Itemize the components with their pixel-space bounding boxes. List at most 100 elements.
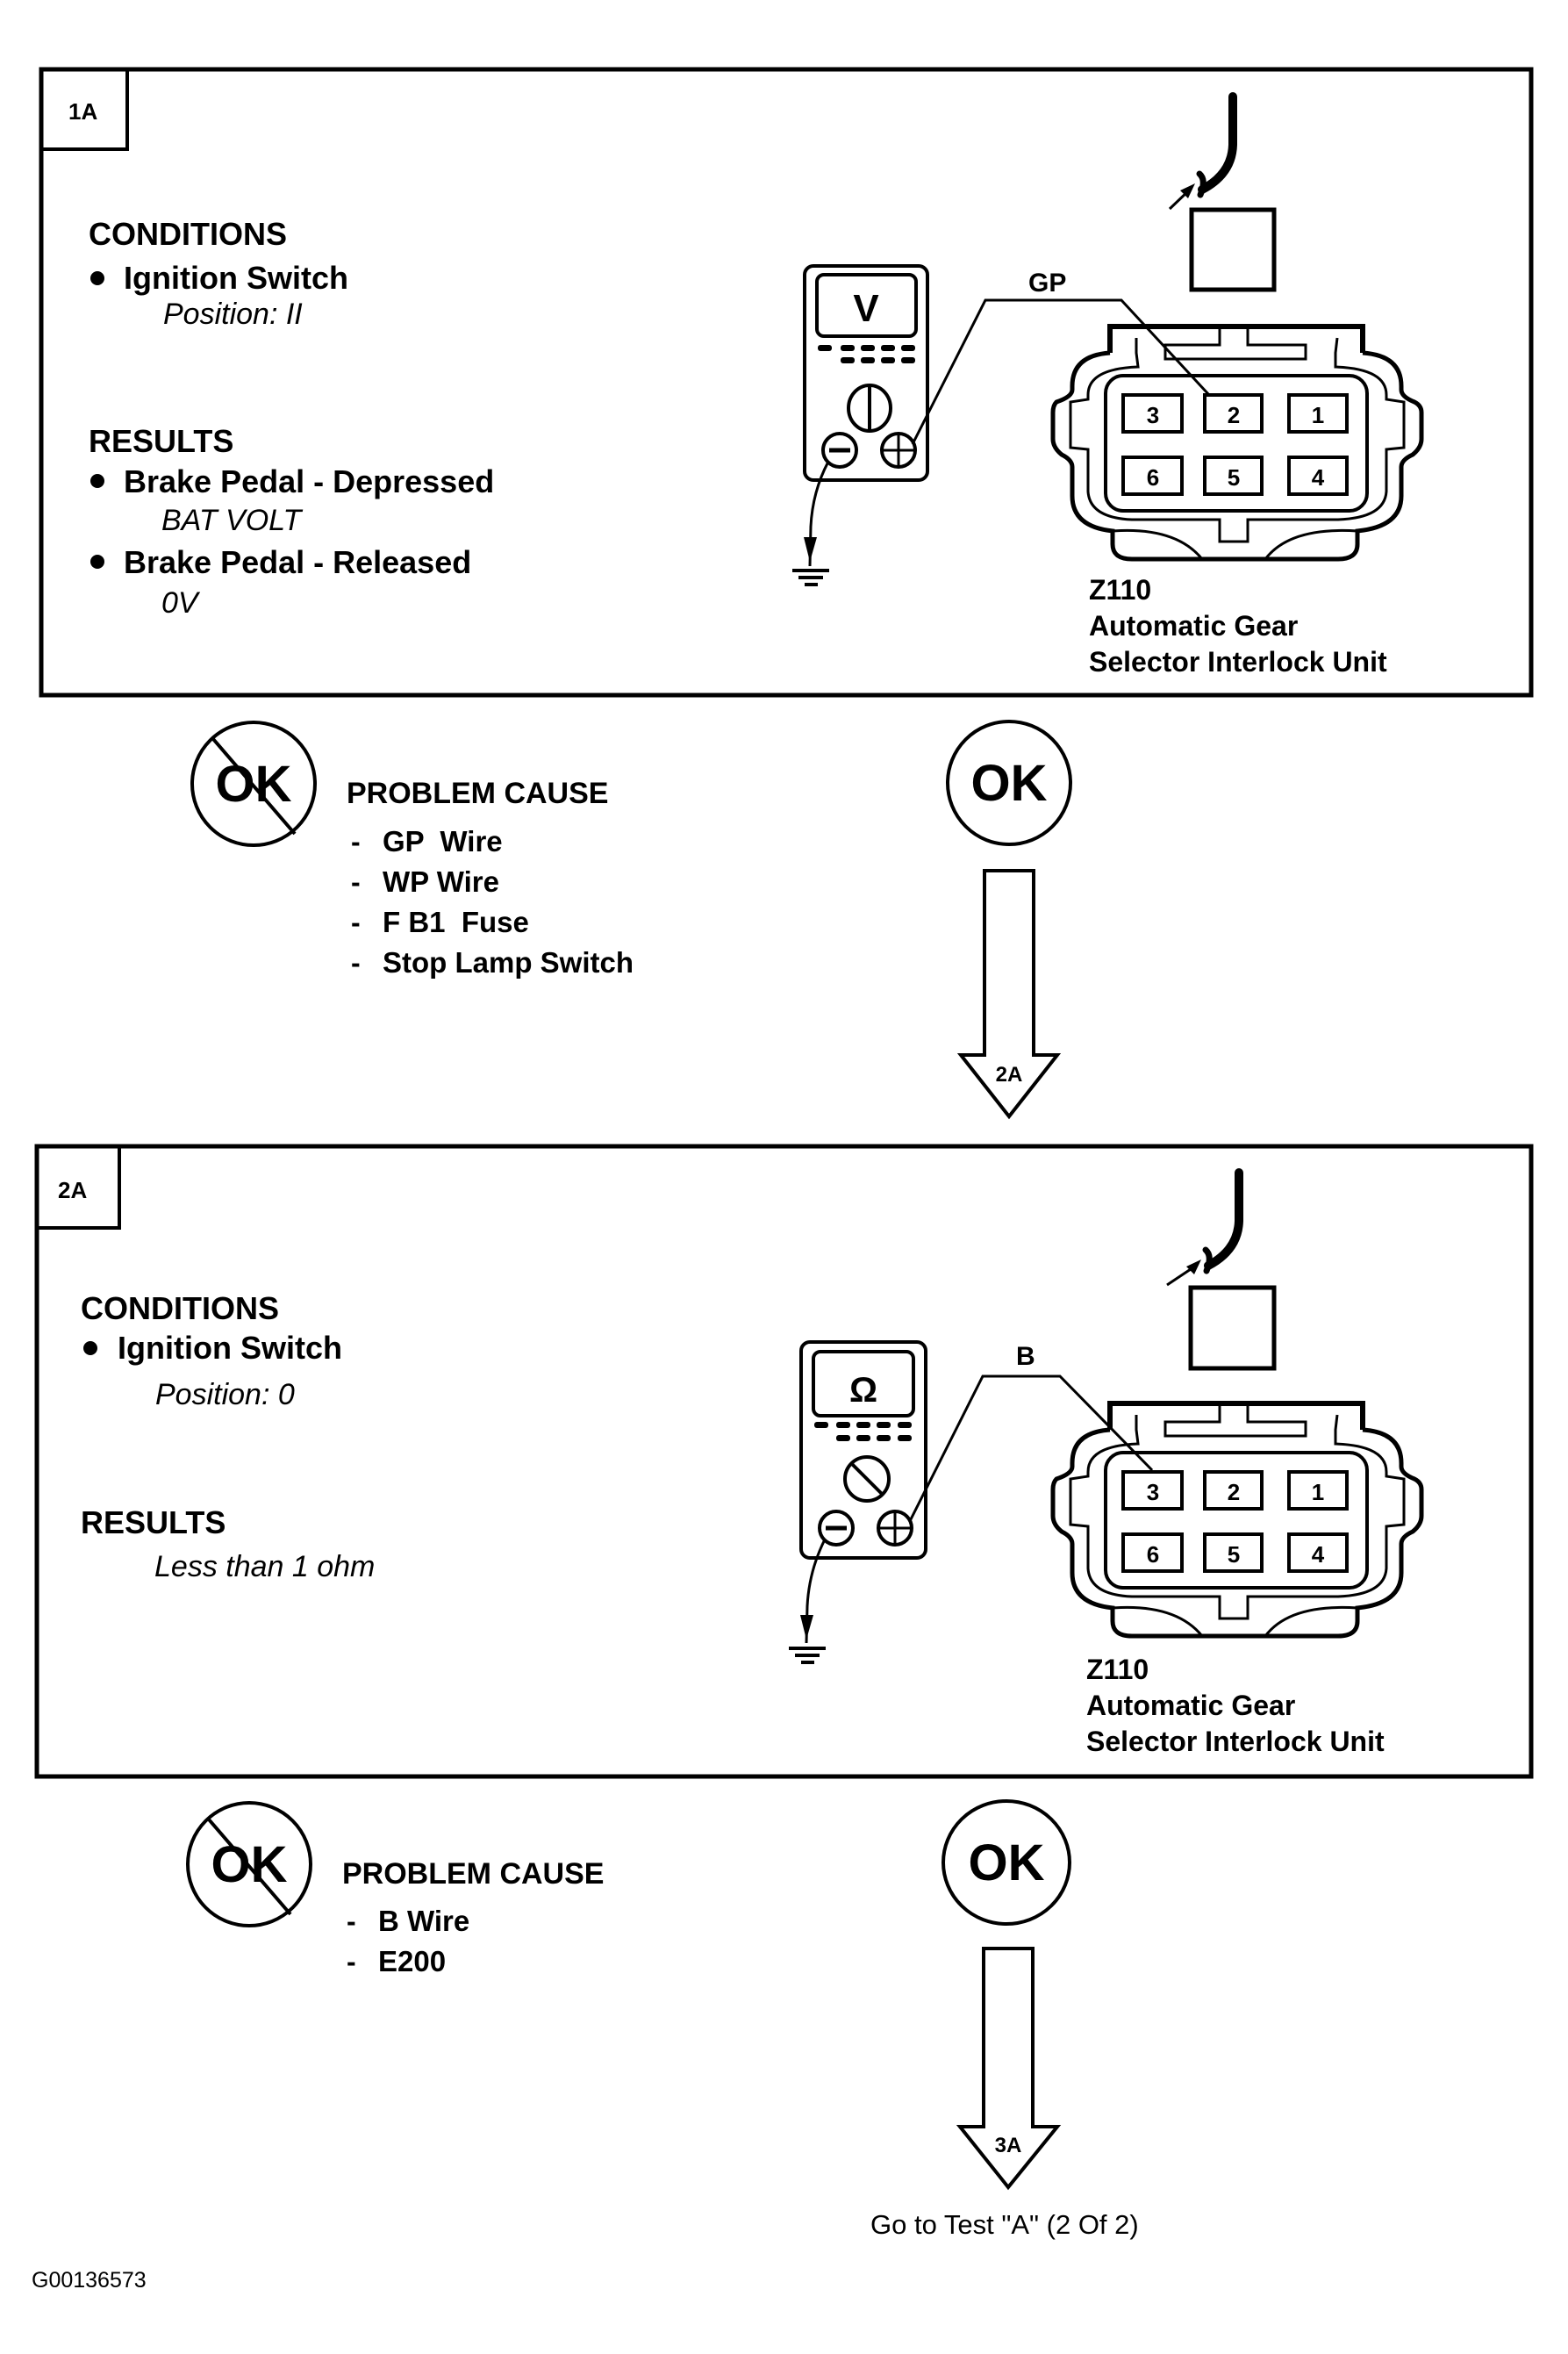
- cable-icon: [1198, 92, 1237, 194]
- pin-label: 3: [1147, 1479, 1159, 1505]
- list-dash: -: [351, 866, 361, 898]
- result-detail: Less than 1 ohm: [154, 1550, 375, 1583]
- step-1a-label-box: [39, 68, 129, 151]
- problem-cause-item: GP Wire: [383, 825, 503, 858]
- cable-icon: [1204, 1168, 1243, 1270]
- step-1a-ok: OK 2A: [946, 720, 1072, 1120]
- pin-3: [1121, 393, 1184, 434]
- connector-id: Z110: [1086, 1654, 1149, 1685]
- pin-4: [1287, 456, 1349, 496]
- ground-icon: [789, 1647, 826, 1664]
- problem-cause-item: F B1 Fuse: [383, 906, 529, 938]
- pin-label: 2: [1228, 1479, 1240, 1505]
- bullet-icon: [90, 555, 104, 569]
- step-2a-label-box: [35, 1145, 121, 1230]
- ohmmeter-icon: Ω: [799, 1340, 927, 1560]
- probe-wire: [908, 1374, 1154, 1522]
- list-dash: -: [351, 907, 361, 938]
- results-heading: RESULTS: [81, 1504, 226, 1540]
- list-dash: -: [347, 1905, 356, 1937]
- connector-name-line2: Selector Interlock Unit: [1089, 646, 1387, 678]
- list-dash: -: [347, 1946, 356, 1977]
- dial-icon: [847, 384, 892, 433]
- pin-label: 6: [1147, 464, 1159, 491]
- pin-5: [1203, 456, 1264, 496]
- meter-mode-symbol: V: [853, 287, 879, 330]
- next-step-arrow: [956, 1947, 1062, 2191]
- result-item: Brake Pedal - Depressed: [124, 463, 494, 499]
- bullet-icon: [83, 1341, 97, 1355]
- not-ok-icon: [186, 1801, 312, 1927]
- pin-2: [1203, 393, 1264, 434]
- pin-1: [1287, 1470, 1349, 1511]
- pin-2: [1203, 1470, 1264, 1511]
- voltmeter-icon: V: [803, 264, 929, 482]
- bullet-icon: [90, 474, 104, 488]
- ok-symbol: OK: [969, 1834, 1045, 1891]
- pin-5: [1203, 1532, 1264, 1573]
- problem-cause-list: -B Wire-E200: [347, 1905, 469, 1977]
- step-1a-label: 1A: [68, 98, 97, 125]
- next-step-label: 3A: [995, 2134, 1022, 2157]
- step-1a: 1A CONDITIONS Ignition Switch Position: …: [39, 67, 1534, 698]
- pin-1: [1287, 393, 1349, 434]
- pin-label: 1: [1312, 1479, 1324, 1505]
- problem-cause-heading: PROBLEM CAUSE: [342, 1857, 604, 1891]
- connector-pins: 3 2 1 6 5 4: [1121, 393, 1349, 496]
- ok-icon: [942, 1799, 1071, 1926]
- pin-label: 6: [1147, 1541, 1159, 1568]
- ground-icon: [792, 569, 829, 586]
- result-detail: 0V: [161, 586, 201, 620]
- conditions-heading: CONDITIONS: [81, 1290, 279, 1326]
- connector-id: Z110: [1089, 574, 1151, 606]
- dial-icon: [843, 1455, 891, 1503]
- probe-wire: [911, 298, 1211, 445]
- problem-cause-item: WP Wire: [383, 865, 499, 898]
- list-dash: -: [351, 947, 361, 979]
- wire-label: B: [1016, 1342, 1035, 1371]
- condition-item: Ignition Switch: [118, 1330, 342, 1366]
- next-step-label: 2A: [996, 1063, 1023, 1087]
- step-2a-frame: [34, 1144, 1534, 1779]
- condition-detail: Position: 0: [155, 1378, 295, 1411]
- pin-4: [1287, 1532, 1349, 1573]
- pin-label: 4: [1312, 464, 1325, 491]
- not-ok-icon: [190, 721, 317, 847]
- condition-detail: Position: II: [163, 298, 303, 331]
- pin-label: 3: [1147, 402, 1159, 428]
- step-2a-ok: OK 3A: [942, 1799, 1071, 2191]
- figure-id: G00136573: [32, 2268, 147, 2293]
- arrow-down-icon: [804, 537, 817, 562]
- next-step-arrow: [956, 869, 1062, 1120]
- meter-mode-symbol: Ω: [849, 1371, 877, 1410]
- step-1a-not-ok: OK PROBLEM CAUSE -GP Wire-WP Wire-F B1 F…: [190, 721, 634, 979]
- step-2a: 2A CONDITIONS Ignition Switch Position: …: [34, 1144, 1534, 1779]
- pin-6: [1121, 1532, 1184, 1573]
- wire-label: GP: [1028, 269, 1066, 298]
- arrow-down-icon: [800, 1615, 813, 1640]
- pin-label: 4: [1312, 1541, 1325, 1568]
- bullet-icon: [90, 271, 104, 285]
- ok-icon: [946, 720, 1072, 846]
- pin-label: 5: [1228, 464, 1240, 491]
- problem-cause-item: B Wire: [378, 1905, 469, 1937]
- results-heading: RESULTS: [89, 423, 233, 459]
- step-1a-frame: [39, 67, 1534, 698]
- component-block: [1188, 1285, 1277, 1371]
- ok-symbol: OK: [971, 755, 1048, 812]
- connector-z110-icon: 3 2 1 6 5 4: [1050, 1401, 1424, 1639]
- result-item: Brake Pedal - Released: [124, 544, 471, 580]
- ground-lead: [808, 461, 830, 567]
- pin-label: 2: [1228, 402, 1240, 428]
- go-to-test-link[interactable]: Go to Test "A" (2 Of 2): [870, 2209, 1139, 2240]
- connector-name-line1: Automatic Gear: [1089, 610, 1298, 642]
- list-dash: -: [351, 826, 361, 858]
- connector-z110-icon: [1050, 324, 1424, 562]
- ground-lead: [805, 1539, 827, 1644]
- negative-jack-icon: [818, 1510, 855, 1547]
- condition-item: Ignition Switch: [124, 260, 348, 296]
- problem-cause-item: E200: [378, 1945, 446, 1977]
- component-block: [1189, 207, 1277, 292]
- step-2a-label: 2A: [58, 1177, 87, 1203]
